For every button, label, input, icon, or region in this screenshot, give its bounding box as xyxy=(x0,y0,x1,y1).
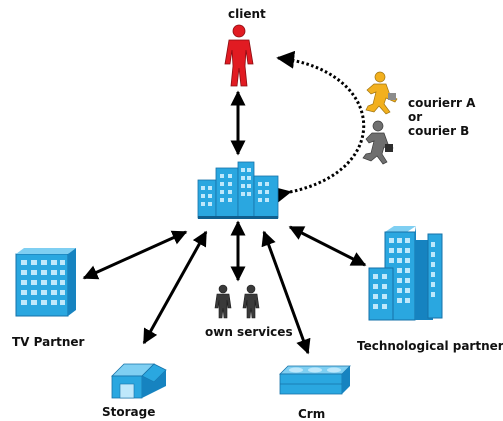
running-courier-icon xyxy=(365,71,398,115)
technological-partner-label: Technological partner xyxy=(357,339,503,353)
building-icon xyxy=(15,248,76,317)
arrow-courier-loop xyxy=(272,50,365,205)
warehouse-icon xyxy=(111,363,167,399)
storage-label: Storage xyxy=(102,405,155,419)
office-buildings-icon xyxy=(197,161,279,219)
staff-people-icon xyxy=(214,284,260,319)
server-icon xyxy=(279,365,351,395)
or-label: or xyxy=(408,110,422,124)
running-courier-icon xyxy=(362,120,394,165)
courier-b-label: courier B xyxy=(408,124,469,138)
own-services-label: own services xyxy=(205,325,293,339)
arrow-hub-technological-partner xyxy=(288,225,367,267)
tv-partner-label: TV Partner xyxy=(12,335,85,349)
arrow-hub-storage xyxy=(142,230,208,345)
crm-label: Crm xyxy=(298,407,325,421)
arrow-hub-crm xyxy=(261,230,311,355)
connection-arrows xyxy=(82,50,367,355)
arrow-hub-tv-partner xyxy=(82,230,188,280)
courier-a-label: courierr A xyxy=(408,96,476,110)
client-label: client xyxy=(228,7,266,21)
person-icon xyxy=(224,24,254,87)
skyscraper-icon xyxy=(368,226,443,321)
